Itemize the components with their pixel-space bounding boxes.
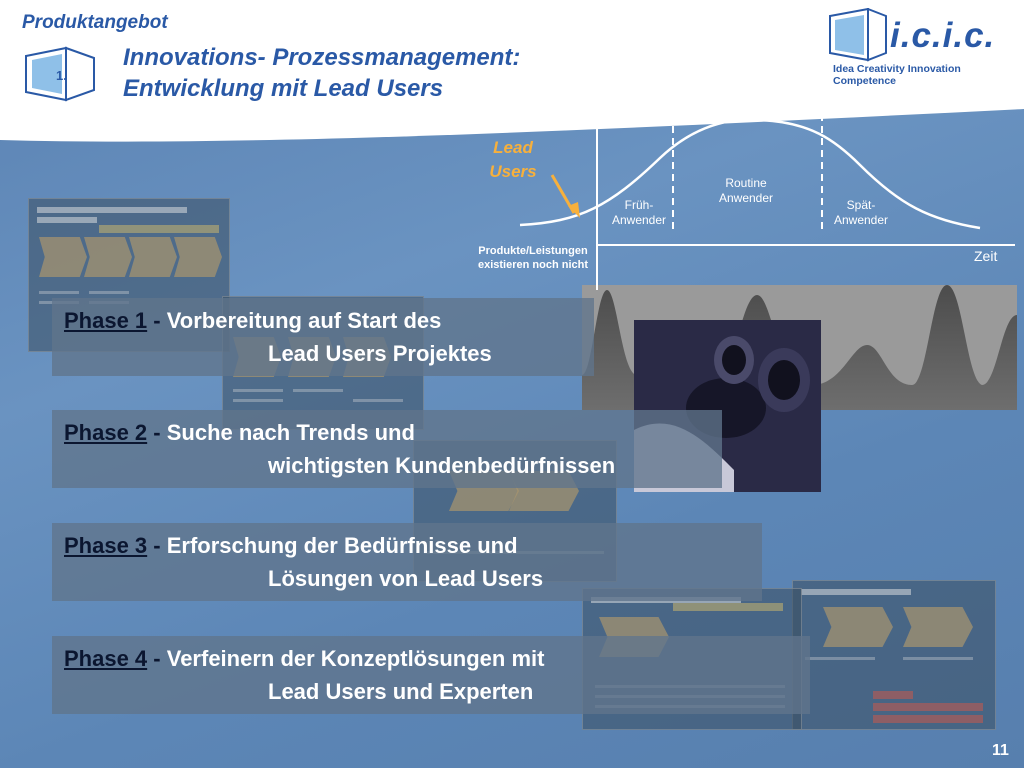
phase-4-label: Phase 4	[64, 646, 148, 671]
phase-2-text1: Suche nach Trends und	[166, 420, 415, 445]
header-wave	[0, 95, 1024, 142]
phase-2-label: Phase 2	[64, 420, 148, 445]
phase-box-1: Phase 1 - Vorbereitung auf Start des Lea…	[52, 298, 594, 376]
lead-users-line2: Users	[489, 162, 537, 181]
lead-arrow-head	[568, 202, 580, 218]
phase-box-2: Phase 2 - Suche nach Trends und wichtigs…	[52, 410, 722, 488]
early-line1: Früh-	[624, 198, 654, 212]
phase-4-text2: Lead Users und Experten	[268, 679, 534, 704]
phase-2-sep: -	[147, 420, 167, 445]
products-not-exist-label: Produkte/Leistungen existieren noch nich…	[462, 244, 604, 272]
phase-2-text2: wichtigsten Kundenbedürfnissen	[268, 453, 616, 478]
adoption-curve-line	[519, 118, 981, 230]
early-line2: Anwender	[611, 213, 667, 227]
adoption-curve	[519, 114, 1015, 290]
window-icon: 1.	[22, 46, 102, 111]
phase-1-label: Phase 1	[64, 308, 148, 333]
products-line1: Produkte/Leistungen	[478, 245, 588, 257]
section-kicker: Produktangebot	[22, 12, 168, 33]
late-adopters-label: Spät- Anwender	[826, 198, 896, 228]
phase-4-sep: -	[147, 646, 167, 671]
phase-box-3: Phase 3 - Erforschung der Bedürfnisse un…	[52, 523, 762, 601]
phase-4-text1: Verfeinern der Konzeptlösungen mit	[166, 646, 545, 671]
early-adopters-label: Früh- Anwender	[604, 198, 674, 228]
routine-adopters-label: Routine Anwender	[710, 176, 782, 206]
phase-3-text1: Erforschung der Bedürfnisse und	[166, 533, 518, 558]
page-title: Innovations- Prozessmanagement: Entwickl…	[123, 42, 520, 104]
phase-3-text2: Lösungen von Lead Users	[268, 566, 544, 591]
page-title-line2: Entwicklung mit Lead Users	[123, 75, 444, 102]
routine-line2: Anwender	[718, 191, 774, 205]
logo-name: i.c.i.c.	[890, 16, 996, 55]
late-line2: Anwender	[833, 213, 889, 227]
phase-1-text1: Vorbereitung auf Start des	[166, 308, 442, 333]
icic-logo-icon	[828, 7, 890, 67]
routine-line1: Routine	[725, 176, 767, 190]
lead-users-line1: Lead	[493, 138, 533, 157]
phase-box-4: Phase 4 - Verfeinern der Konzeptlösungen…	[52, 636, 810, 714]
logo-tagline: Idea Creativity Innovation Competence	[833, 63, 961, 87]
phase-1-text2: Lead Users Projektes	[268, 341, 492, 366]
phase-3-sep: -	[147, 533, 167, 558]
section-number: 1.	[56, 68, 67, 83]
page-number: 11	[992, 742, 1009, 759]
late-line1: Spät-	[846, 198, 876, 212]
thumbnail-stage4	[792, 580, 996, 730]
products-line2: existieren noch nicht	[477, 259, 589, 271]
page-title-line1: Innovations- Prozessmanagement:	[123, 44, 521, 71]
phase-3-label: Phase 3	[64, 533, 148, 558]
phase-1-sep: -	[147, 308, 167, 333]
time-axis-label: Zeit	[974, 248, 998, 264]
lead-users-label: Lead Users	[478, 136, 548, 184]
